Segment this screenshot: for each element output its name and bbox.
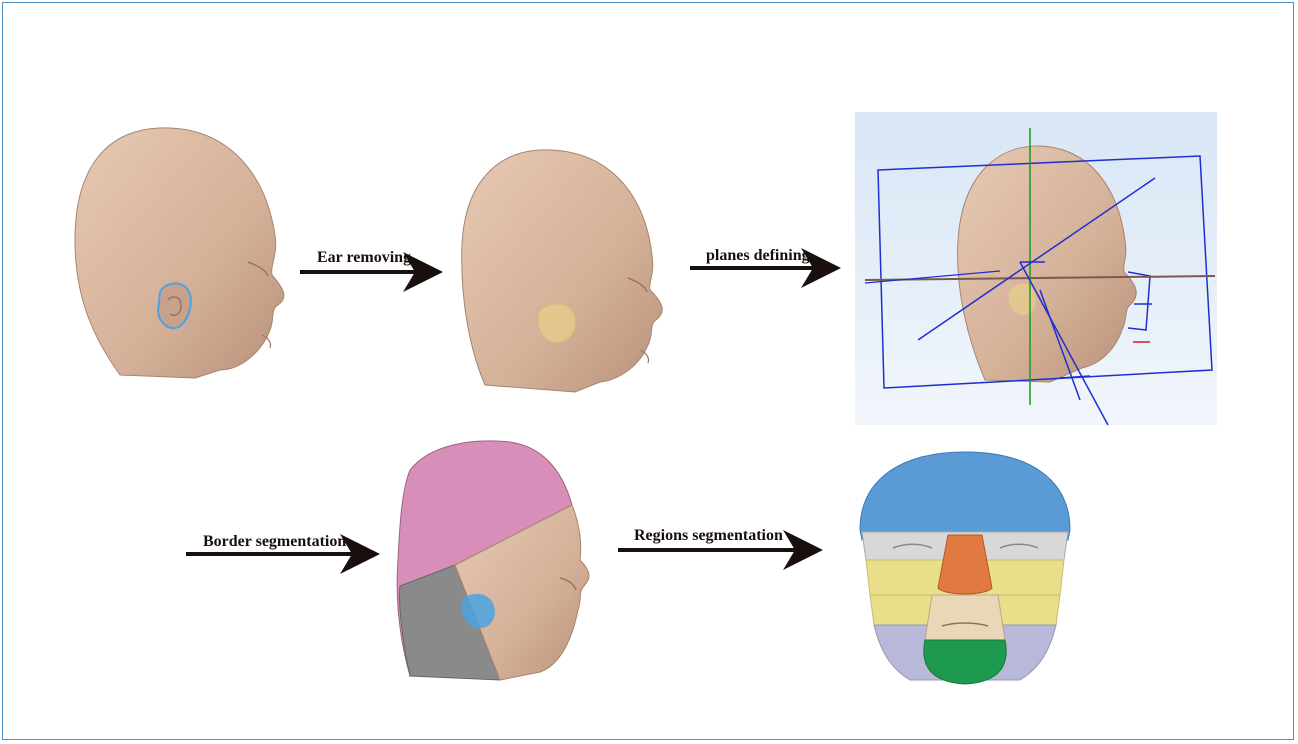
head-ear-removed: [462, 150, 663, 392]
face-regions: [860, 452, 1070, 684]
label-planes-defining: planes defining: [706, 247, 810, 265]
ear-patch: [538, 304, 575, 343]
label-border-segmentation: Border segmentation: [203, 533, 346, 551]
head-border-segmentation: [397, 441, 589, 680]
label-ear-removing: Ear removing: [317, 249, 411, 267]
label-regions-segmentation: Regions segmentation: [634, 527, 783, 545]
planes-panel: [855, 112, 1217, 425]
upper-lip-region: [925, 595, 1005, 640]
nose-region: [938, 535, 992, 594]
head-original: [75, 128, 284, 378]
forehead-region: [860, 452, 1070, 540]
